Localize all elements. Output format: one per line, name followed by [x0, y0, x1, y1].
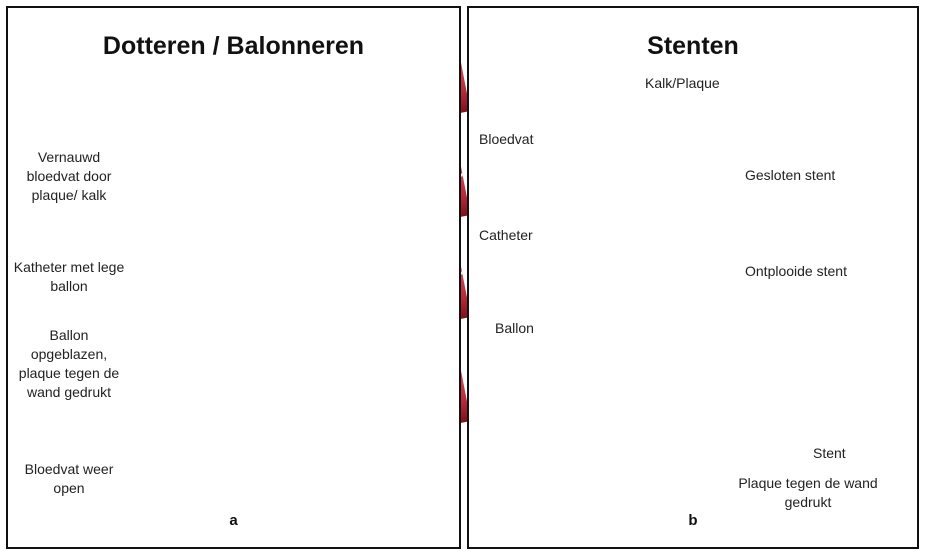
panel-b-title: Stenten: [647, 32, 739, 60]
step-label-inflated: Ballon opgeblazen, plaque tegen de wand …: [18, 327, 120, 400]
label-gesloten-stent: Gesloten stent: [745, 167, 836, 183]
label-catheter: Catheter: [479, 227, 533, 243]
panel-a-sublabel: a: [229, 512, 238, 529]
panel-a-title: Dotteren / Balonneren: [102, 32, 365, 60]
label-stent: Stent: [813, 445, 846, 461]
panel-stenten: Stenten b Kalk/Plaque Bloedvat Gesloten …: [467, 6, 919, 549]
label-bloedvat: Bloedvat: [479, 131, 534, 147]
label-ontplooide-stent: Ontplooide stent: [745, 263, 847, 279]
label-ballon: Ballon: [495, 320, 534, 336]
panel-b-sublabel: b: [688, 512, 698, 529]
panel-dotteren: Dotteren / Balonneren a Vernauwd bloedva…: [6, 6, 461, 549]
label-kalk-plaque: Kalk/Plaque: [645, 75, 720, 91]
label-plaque-wand: Plaque tegen de wand gedrukt: [738, 475, 878, 510]
step-label-catheter: Katheter met lege ballon: [13, 259, 125, 294]
step-label-narrowed: Vernauwd bloedvat door plaque/ kalk: [26, 149, 112, 203]
step-label-open: Bloedvat weer open: [24, 461, 114, 496]
